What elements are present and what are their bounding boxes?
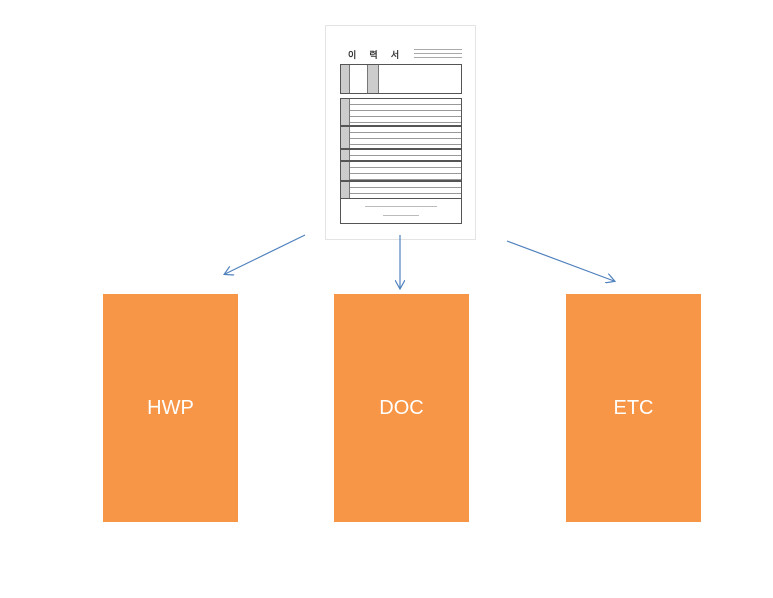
document-meta-lines bbox=[414, 46, 462, 61]
certificate-section bbox=[340, 161, 462, 181]
career-section bbox=[340, 126, 462, 149]
etc-box: ETC bbox=[566, 294, 701, 522]
hwp-label: HWP bbox=[147, 396, 194, 419]
personal-info-section bbox=[340, 64, 462, 94]
document-title: 이 력 서 bbox=[348, 51, 405, 61]
arrow-to-hwp bbox=[225, 234, 306, 274]
signature-area bbox=[340, 198, 462, 224]
doc-label: DOC bbox=[379, 396, 424, 419]
hwp-box: HWP bbox=[103, 294, 238, 522]
etc-label: ETC bbox=[613, 396, 654, 419]
resume-document-thumbnail: 이 력 서 bbox=[325, 25, 476, 240]
doc-box: DOC bbox=[334, 294, 469, 522]
family-section bbox=[340, 181, 462, 199]
education-section bbox=[340, 98, 462, 126]
military-section bbox=[340, 149, 462, 161]
arrow-to-etc bbox=[506, 240, 614, 281]
